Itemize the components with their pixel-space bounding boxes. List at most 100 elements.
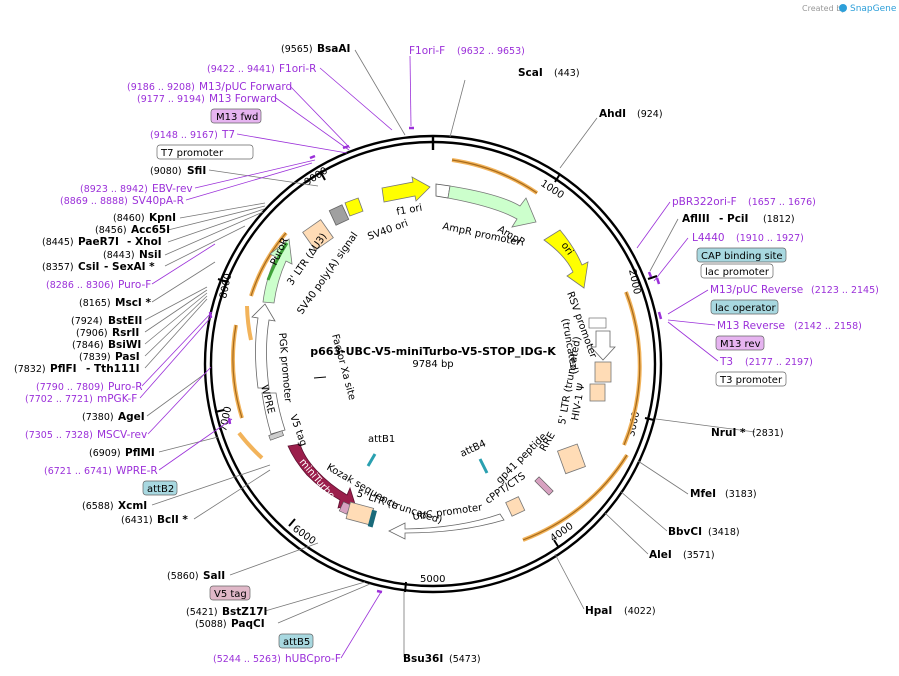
enzyme-nsii: NsiI xyxy=(139,249,162,261)
v5-tag-feature xyxy=(268,430,284,441)
orf-arcs-inner xyxy=(232,159,641,541)
box-t3-promoter xyxy=(715,371,787,387)
enzyme-pflfi: PflFI xyxy=(50,363,77,375)
enzyme-pasi-pos: (7839) xyxy=(79,352,111,363)
enzyme-afliii-pos: (1812) xyxy=(763,214,795,225)
primer-t7-pos: (9148 .. 9167) xyxy=(150,130,218,141)
enzyme-nrui: NruI * xyxy=(711,427,746,439)
tick-8000: 8000 xyxy=(218,272,234,299)
primer-ebv-rev-pos: (8923 .. 8942) xyxy=(80,184,148,195)
label-factor-xa: Factor Xa site xyxy=(329,333,357,402)
enzyme-bcli-pos: (6431) xyxy=(121,515,153,526)
enzyme-hpai-pos: (4022) xyxy=(624,606,656,617)
primer-m13-rev-pos: (2142 .. 2158) xyxy=(794,321,862,332)
3ltr-box xyxy=(302,219,334,251)
rsv-promoter-arrow xyxy=(590,330,616,361)
primer-wpre-r-pos: (6721 .. 6741) xyxy=(44,466,112,477)
enzyme-labels-left: BsaAI (9565) SfiI (9080) KpnI (8460) Acc… xyxy=(14,43,350,630)
primer-puro-f-pos: (8286 .. 8306) xyxy=(46,280,114,291)
enzyme-kpni-pos: (8460) xyxy=(113,213,145,224)
svg-text:lac promoter: lac promoter xyxy=(705,267,770,278)
enzyme-agei: AgeI xyxy=(118,411,145,423)
enzyme-paqci-pos: (5473) xyxy=(449,654,481,665)
primer-m13-fwd: M13 Forward xyxy=(209,93,277,105)
box-v5-tag xyxy=(209,585,251,601)
enzyme-bstz17i: PaqCI xyxy=(231,618,265,630)
primer-t3-pos: (2177 .. 2197) xyxy=(745,357,813,368)
ubc-promoter-arrow xyxy=(388,513,505,540)
enzyme-sexai: - SexAI * xyxy=(104,261,155,273)
primer-hubcpro-f: hUBCpro-F xyxy=(285,653,341,665)
enzyme-bsteii-pos: (7924) xyxy=(71,316,103,327)
enzyme-sfii-pos: (9080) xyxy=(150,166,182,177)
enzyme-pcii: - PciI xyxy=(719,213,748,225)
primer-ebv-rev: EBV-rev xyxy=(152,183,193,195)
primer-t3: T3 xyxy=(719,356,733,368)
enzyme-tth111i: - Tth111I xyxy=(86,363,140,375)
box-m13-rev xyxy=(715,335,765,351)
svg-text:M13 fwd: M13 fwd xyxy=(216,112,258,123)
tick-5000: 5000 xyxy=(420,574,445,585)
enzyme-nrui-pos: (2831) xyxy=(752,428,784,439)
primer-m13puc-fwd-pos: (9186 .. 9208) xyxy=(127,82,195,93)
plasmid-length: 9784 bp xyxy=(412,359,453,370)
primer-f1ori-r: F1ori-R xyxy=(279,63,316,75)
box-attb2 xyxy=(142,480,178,496)
sv40-polya-box xyxy=(328,204,350,226)
enzyme-rsrii-pos: (7906) xyxy=(76,328,108,339)
plasmid-name: p663-UBC-V5-miniTurbo-V5-STOP_IDG-K xyxy=(310,345,556,358)
enzyme-bbvci: BbvCI xyxy=(668,526,702,538)
enzyme-pflfi-pos: (7832) xyxy=(14,364,46,375)
primer-t7: T7 xyxy=(221,129,235,141)
svg-text:V5 tag: V5 tag xyxy=(214,589,247,600)
enzyme-alei-pos: (3571) xyxy=(683,550,715,561)
enzyme-rsrii: RsrII xyxy=(112,327,139,339)
primer-sv40pa-r: SV40pA-R xyxy=(132,195,184,207)
box-cap-binding-site xyxy=(696,247,787,263)
wpre-box xyxy=(261,392,286,435)
svg-text:attB2: attB2 xyxy=(147,484,174,495)
enzyme-bsaai-pos: (9565) xyxy=(281,44,313,55)
lac-small-box xyxy=(588,317,607,329)
enzyme-sali: SalI xyxy=(203,570,225,582)
f1-ori-arrow xyxy=(381,176,431,203)
factor-xa-mark xyxy=(313,376,327,379)
box-lac-operator xyxy=(710,299,779,315)
enzyme-ahdi: AhdI xyxy=(599,108,626,120)
enzyme-pflmi-pos: (6909) xyxy=(89,448,121,459)
label-f1-ori: f1 ori xyxy=(396,203,424,218)
enzyme-sali-pos: (5860) xyxy=(167,571,199,582)
enzyme-bsu36i: BstZ17I xyxy=(222,606,267,618)
box-lac-promoter xyxy=(700,263,774,279)
enzyme-leader-lines xyxy=(144,49,756,657)
enzyme-xcmi: XcmI xyxy=(118,500,147,512)
enzyme-bsu36i-pos: (5421) xyxy=(186,607,218,618)
sv40-ori-box xyxy=(344,197,364,217)
primer-f1ori-f-pos: (9632 .. 9653) xyxy=(457,46,525,57)
enzyme-csii: CsiI xyxy=(78,261,99,273)
enzyme-bsiwi: BsiWI xyxy=(108,339,141,351)
enzyme-sfii: SfiI xyxy=(187,165,206,177)
primer-mpgk-f-pos: (7702 .. 7721) xyxy=(25,394,93,405)
enzyme-nsii-pos: (8443) xyxy=(103,250,135,261)
label-wpre: WPRE xyxy=(258,384,276,415)
enzyme-bcli: BclI * xyxy=(157,514,188,526)
tick-2000: 2000 xyxy=(626,268,642,295)
primer-m13-fwd-pos: (9177 .. 9194) xyxy=(137,94,205,105)
primer-labels: F1ori-F (9632 .. 9653) F1ori-R (9422 .. … xyxy=(25,45,879,665)
label-attb4: attB4 xyxy=(459,438,488,459)
rre-box xyxy=(556,443,586,475)
svg-text:CAP binding site: CAP binding site xyxy=(701,251,783,262)
enzyme-msci-pos: (8165) xyxy=(79,298,111,309)
5ltr-right-box xyxy=(594,361,612,383)
label-attb1: attB1 xyxy=(368,434,395,445)
enzyme-alei: AleI xyxy=(649,549,672,561)
primer-f1ori-r-pos: (9422 .. 9441) xyxy=(207,64,275,75)
hiv-psi-box xyxy=(589,383,606,402)
primer-puro-r-pos: (7790 .. 7809) xyxy=(36,382,104,393)
enzyme-acc65i-pos: (8456) xyxy=(95,225,127,236)
enzyme-scai: ScaI xyxy=(518,67,543,79)
puror-orf-arrow xyxy=(266,242,289,281)
enzyme-mfei-pos: (3183) xyxy=(725,489,757,500)
